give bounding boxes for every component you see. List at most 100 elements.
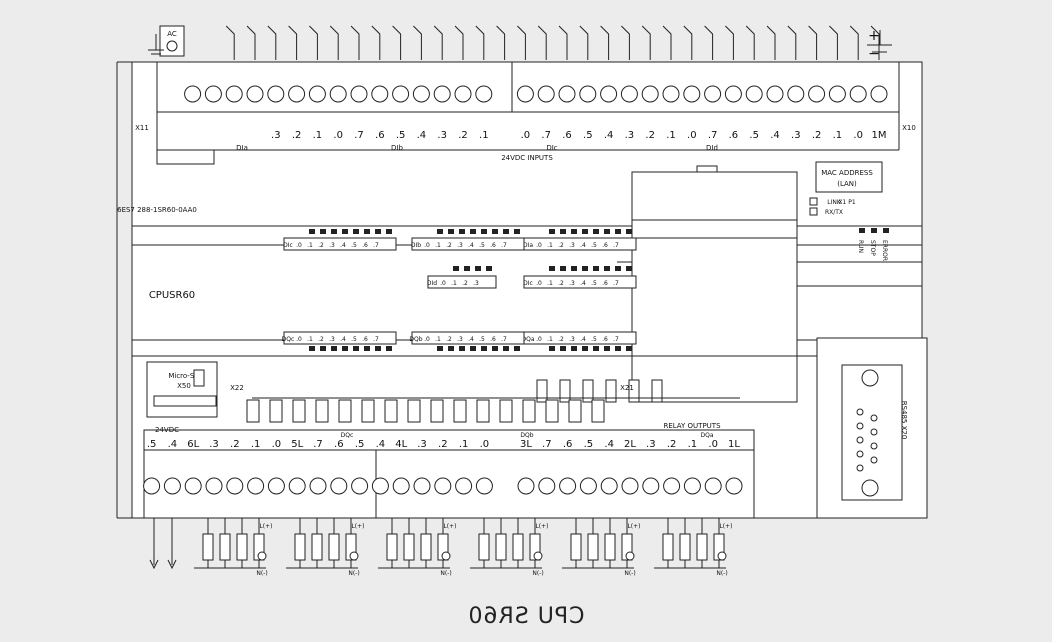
dib-led-label-frame <box>411 237 525 251</box>
input-wire <box>496 25 506 60</box>
top-terminal-label: .1 <box>313 130 323 141</box>
load-resistor <box>311 533 323 561</box>
dib-led-label-text: .0 <box>424 242 430 249</box>
relay-outputs-label: RELAY OUTPUTS <box>663 422 721 430</box>
input-wire <box>621 25 630 60</box>
dqb-led <box>459 346 465 351</box>
dqc-led <box>375 346 381 351</box>
input-wire <box>766 25 776 60</box>
bottom-terminal-label: .7 <box>542 439 552 450</box>
dic-led-label-text: .1 <box>307 242 313 249</box>
status-label: ERROR <box>881 240 888 261</box>
dic2-led <box>593 266 599 271</box>
dic-led <box>353 229 359 234</box>
dic2-led <box>582 266 588 271</box>
top-terminal-label: .1 <box>833 130 843 141</box>
rxtx-led-box <box>809 207 818 216</box>
dic-led-label-frame <box>283 237 397 251</box>
bottom-terminal-label: .0 <box>480 439 490 450</box>
bottom-terminal-label: 2L <box>624 439 636 450</box>
dib-led-label-text: .3 <box>457 242 463 249</box>
bottom-terminal-label: .5 <box>147 439 157 450</box>
rs485-pin <box>870 456 878 464</box>
top-terminal-label: .4 <box>604 130 614 141</box>
bottom-screw-terminal <box>517 477 535 495</box>
top-terminal-label: .7 <box>708 130 718 141</box>
dqc-led <box>353 346 359 351</box>
top-terminal-label: .3 <box>437 130 447 141</box>
dq-group-label: DQb <box>520 432 533 439</box>
input-wire <box>350 25 360 60</box>
dqb-led-label-text: .7 <box>501 336 507 343</box>
dib-led-label-text: .2 <box>446 242 452 249</box>
dic-led <box>309 229 315 234</box>
dib-led-label-text: DIb <box>411 242 421 249</box>
sd-connector-label: X50 <box>177 382 191 390</box>
dqb-led-label-text: .1 <box>435 336 441 343</box>
bottom-terminal-label: .3 <box>209 439 219 450</box>
bottom-terminal-label: .1 <box>459 439 469 450</box>
dic-led-label-text: .0 <box>296 242 302 249</box>
top-screw-terminal <box>579 85 597 103</box>
bottom-screw-terminal <box>163 477 181 495</box>
load-resistor <box>478 533 490 561</box>
dic-led <box>331 229 337 234</box>
bottom-screw-terminal <box>642 477 660 495</box>
dic-led <box>386 229 392 234</box>
load-resistor <box>696 533 708 561</box>
dib-led <box>470 229 476 234</box>
top-screw-terminal <box>766 85 784 103</box>
expansion-comb-tooth <box>568 399 582 423</box>
bottom-screw-terminal <box>226 477 244 495</box>
sd-card-insert <box>153 395 217 407</box>
relay-comb-tooth <box>582 379 594 403</box>
did-led-label-text: .0 <box>440 280 446 287</box>
link-led-box <box>809 197 818 206</box>
lan-label: (LAN) <box>837 180 857 188</box>
bottom-terminal-label: .5 <box>355 439 365 450</box>
top-terminal-label: .4 <box>770 130 780 141</box>
dia-led-label-text: .1 <box>547 242 553 249</box>
top-screw-terminal <box>641 85 659 103</box>
dqb-led-label-text: .2 <box>446 336 452 343</box>
expansion-comb-tooth <box>499 399 513 423</box>
top-screw-terminal <box>662 85 680 103</box>
load-source-icon <box>257 551 267 561</box>
top-terminal-label: .2 <box>812 130 822 141</box>
top-screw-terminal <box>828 85 846 103</box>
bottom-terminal-label: 4L <box>395 439 407 450</box>
bottom-terminal-label: .3 <box>417 439 427 450</box>
bottom-screw-terminal <box>455 477 473 495</box>
did-led-label-text: .3 <box>473 280 479 287</box>
did-led-label-text: DId <box>427 280 437 287</box>
top-terminal-label: .2 <box>292 130 302 141</box>
top-screw-terminal <box>516 85 534 103</box>
top-screw-terminal <box>683 85 701 103</box>
expansion-x22-label: X22 <box>230 384 244 392</box>
top-terminal-label: .6 <box>729 130 739 141</box>
expansion-comb-tooth <box>315 399 329 423</box>
input-wire <box>517 25 526 60</box>
load-resistor <box>662 533 674 561</box>
dib-led <box>448 229 454 234</box>
dqc-led-label-text: .2 <box>318 336 324 343</box>
bottom-screw-terminal <box>184 477 202 495</box>
dqb-led <box>448 346 454 351</box>
sd-card-icon <box>193 369 205 387</box>
top-terminal-label: .4 <box>417 130 427 141</box>
rs485-pin <box>856 436 864 444</box>
dqc-led-label-text: .6 <box>362 336 368 343</box>
expansion-comb-tooth <box>522 399 536 423</box>
did-led <box>453 266 459 271</box>
input-wire <box>683 25 693 60</box>
dib-group-label: DIb <box>391 144 403 152</box>
bottom-screw-terminal <box>663 477 681 495</box>
bottom-screw-terminal <box>309 477 327 495</box>
bottom-screw-terminal <box>267 477 285 495</box>
top-screw-terminal <box>184 85 202 103</box>
expansion-comb-tooth <box>407 399 421 423</box>
expansion-comb-tooth <box>269 399 283 423</box>
mirrored-drawing: 1M.0.1.2.3.4.5.6.7.0.1.2.3.4.5.6.7.0.1.2… <box>116 25 928 577</box>
input-wire <box>641 25 651 60</box>
